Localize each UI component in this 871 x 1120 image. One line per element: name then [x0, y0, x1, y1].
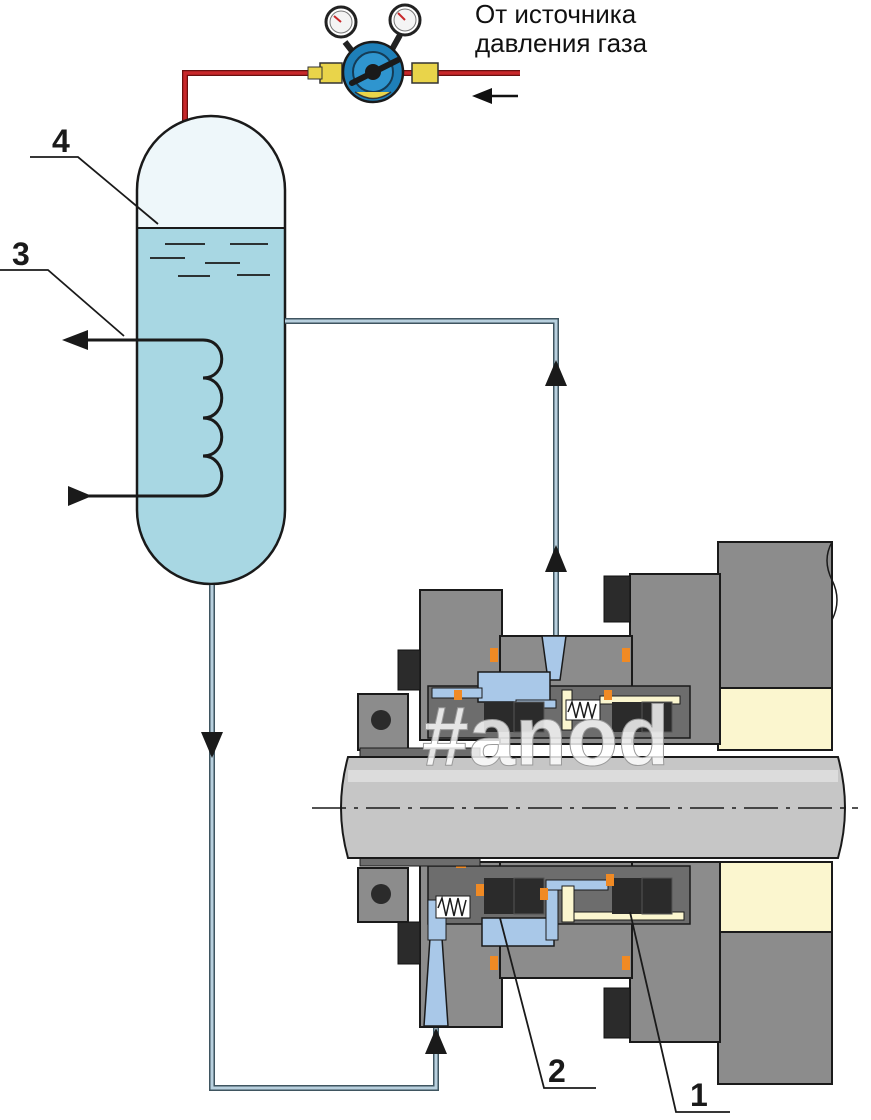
leader-lines: [0, 156, 730, 1113]
pressure-gauge-icon: [388, 3, 422, 37]
flow-arrow-icon: [472, 88, 518, 104]
cooling-coil: [62, 330, 224, 506]
flow-arrow-icon: [62, 330, 88, 350]
flow-arrow-icon: [201, 360, 567, 1054]
label-4: 4: [52, 123, 70, 159]
label-1: 1: [690, 1077, 708, 1113]
buffer-tank: [135, 114, 287, 586]
return-pipe: [285, 318, 559, 640]
bolts: [397, 575, 631, 1039]
pressure-regulator-icon: [307, 33, 439, 104]
source-label-line2: давления газа: [475, 28, 648, 58]
source-label-line1: От источника: [475, 0, 637, 29]
springs: [435, 699, 601, 919]
label-2: 2: [548, 1053, 566, 1089]
label-3: 3: [12, 236, 30, 272]
pressure-gauge-icon: [324, 5, 358, 39]
shaft: [312, 756, 858, 859]
flow-arrow-icon: [68, 486, 92, 506]
seal-rings: [484, 701, 673, 915]
watermark: #anod: [422, 689, 669, 783]
